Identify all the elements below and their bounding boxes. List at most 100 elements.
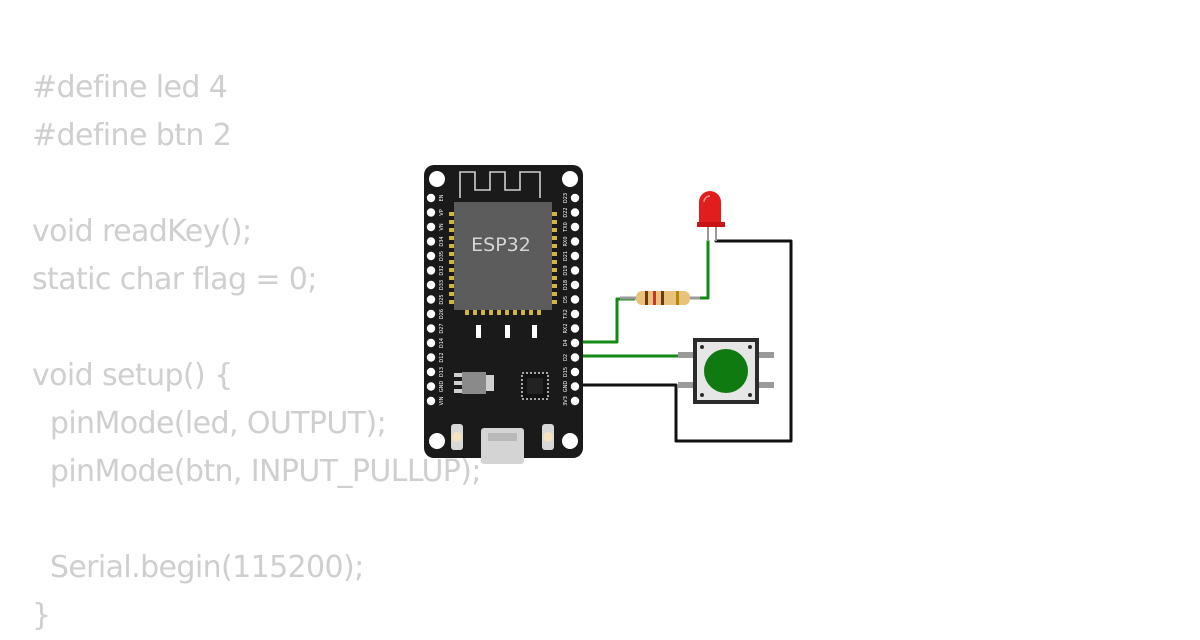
button-leg [678,382,694,388]
chip-pad [551,276,557,280]
resistor-band [661,291,664,305]
board-pin-left[interactable] [426,251,436,261]
pin-label-left: D13 [439,367,445,377]
chip-pad [551,284,557,288]
board-pin-left[interactable] [426,367,436,377]
code-line: #define btn 2 [32,118,232,153]
en-button-cap [452,432,462,442]
pin-label-left: D12 [439,352,445,362]
chip-pad [489,309,493,315]
chip-pad [449,252,455,256]
board-pin-right[interactable] [570,309,580,319]
button-leg [678,352,694,358]
board-pin-left[interactable] [426,396,436,406]
code-line: static char flag = 0; [32,262,317,297]
chip-pad [449,228,455,232]
board-pin-left[interactable] [426,324,436,333]
code-line: #define led 4 [32,70,228,105]
button-leg [758,382,774,388]
push-button[interactable] [678,338,774,404]
board-pin-left[interactable] [426,266,436,275]
wire-led-to-gnd-loop[interactable] [572,239,793,443]
board-pin-left[interactable] [426,237,436,246]
chip-pad [505,309,509,315]
pin-label-right: 3V3 [563,396,569,406]
board-pin-right[interactable] [570,324,580,333]
chip-pad [551,300,557,304]
pin-label-left: EN [439,194,445,201]
board-pin-right[interactable] [570,295,580,304]
chip-pad [449,236,455,240]
board-pin-left[interactable] [426,382,436,391]
smd-pad [476,325,481,338]
board-pin-right[interactable] [570,222,580,232]
regulator-tab [486,375,494,391]
board-pin-right[interactable] [570,237,580,246]
button-corner-dot [700,345,704,349]
smd-pad [532,325,537,338]
led[interactable] [697,191,725,241]
code-line: void readKey(); [32,214,252,249]
pin-label-left: GND [439,381,445,393]
board-pin-right[interactable] [570,382,580,391]
esp32-board[interactable]: ESP32 ENVPVND34D35D32D33D25D26D27D14D12D… [424,165,583,464]
board-pin-left[interactable] [426,295,436,304]
pin-label-left: D26 [439,309,445,319]
board-pin-left[interactable] [426,208,436,217]
board-pin-left[interactable] [426,353,436,362]
board-pin-left[interactable] [426,222,436,232]
board-pin-left[interactable] [426,338,436,348]
button-cap[interactable] [704,349,748,393]
board-pin-right[interactable] [570,338,580,348]
resistor-band [645,291,648,305]
pin-label-right: GND [563,381,569,393]
wire-resistor-to-led[interactable] [687,239,710,300]
mounting-hole [429,433,445,449]
pin-label-right: D19 [563,265,569,275]
board-pin-right[interactable] [570,280,580,290]
chip-pad [521,309,525,315]
chip-pad [449,292,455,296]
resistor[interactable] [620,291,700,305]
chip-pad [449,220,455,224]
chip-pad [551,212,557,216]
chip-pad [449,212,455,216]
chip-pad [551,220,557,224]
pin-label-left: D25 [439,294,445,304]
pin-label-right: D21 [563,251,569,261]
pin-label-left: D34 [439,236,445,246]
board-pin-right[interactable] [570,251,580,261]
chip-pad [551,292,557,296]
board-pin-right[interactable] [570,353,580,362]
pin-label-right: RX0 [563,236,569,246]
pin-label-left: D32 [439,265,445,275]
mounting-hole [429,171,445,187]
led-rim [697,222,725,227]
code-line: Serial.begin(115200); [32,550,364,585]
board-pin-left[interactable] [426,280,436,290]
chip-pad [529,309,533,315]
board-pin-right[interactable] [570,367,580,377]
code-line: } [32,598,51,633]
chip-pad [481,309,485,315]
boot-button-cap [543,432,553,442]
board-pin-left[interactable] [426,193,436,203]
chip-pad [551,260,557,264]
chip-pad [465,309,469,315]
pin-label-right: D5 [563,296,569,303]
chip-pad [449,284,455,288]
board-pin-right[interactable] [570,396,580,406]
chip-pad [497,309,501,315]
board-pin-right[interactable] [570,266,580,275]
resistor-band [653,291,656,305]
pin-label-left: D35 [439,251,445,261]
button-corner-dot [748,393,752,397]
pin-label-right: TX0 [563,222,569,233]
board-pin-right[interactable] [570,208,580,217]
board-pin-left[interactable] [426,309,436,319]
antenna-trace [459,171,541,198]
board-pin-right[interactable] [570,193,580,203]
led-highlight [703,195,711,203]
pin-label-right: RX2 [563,323,569,333]
